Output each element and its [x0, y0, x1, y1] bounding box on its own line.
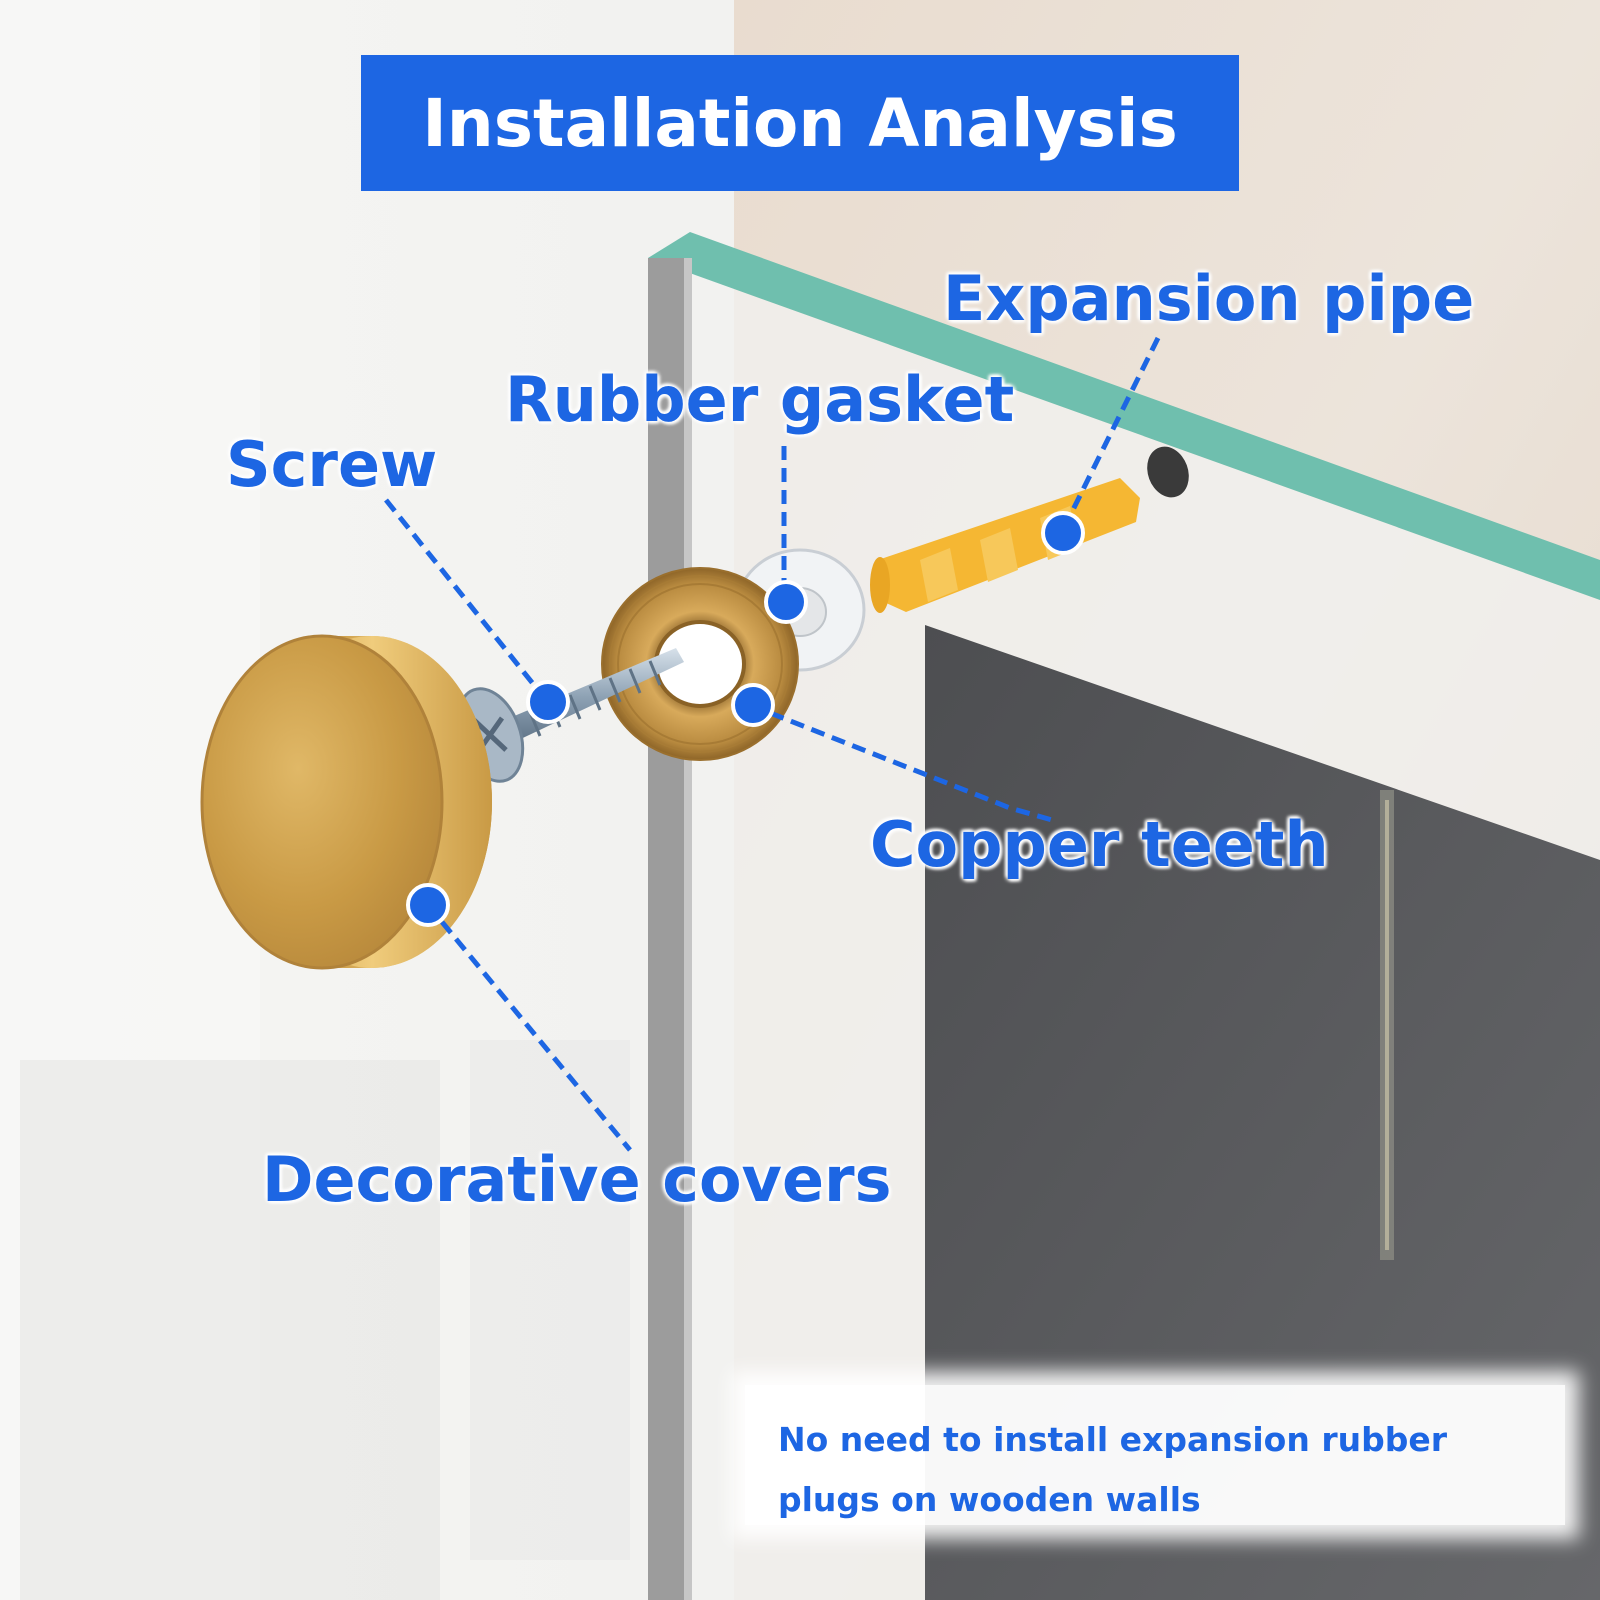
marker-expansion-pipe: [1041, 511, 1085, 555]
glass-left-edge: [648, 258, 684, 1600]
marker-copper-teeth: [731, 683, 775, 727]
title-banner: Installation Analysis: [361, 55, 1239, 191]
label-decorative-covers: Decorative covers: [262, 1143, 892, 1216]
decorative-cap-icon: [200, 634, 492, 970]
mounting-hole: [1147, 446, 1189, 498]
marker-screw: [526, 680, 570, 724]
label-rubber-gasket: Rubber gasket: [505, 363, 1015, 436]
note-panel: [745, 1385, 1565, 1525]
page-title: Installation Analysis: [422, 84, 1178, 162]
marker-decorative-covers: [406, 883, 450, 927]
leader-decorative-covers: [426, 903, 632, 1152]
leader-copper-teeth: [749, 702, 1053, 823]
glass-top-edge: [648, 232, 1600, 600]
label-copper-teeth: Copper teeth: [870, 808, 1329, 881]
label-screw: Screw: [226, 428, 438, 501]
label-expansion-pipe: Expansion pipe: [943, 262, 1475, 335]
marker-rubber-gasket: [764, 580, 808, 624]
mirror-dark-area: [925, 625, 1600, 1600]
leader-expansion-pipe: [1060, 336, 1161, 532]
note-text: No need to install expansion rubber plug…: [778, 1420, 1448, 1519]
